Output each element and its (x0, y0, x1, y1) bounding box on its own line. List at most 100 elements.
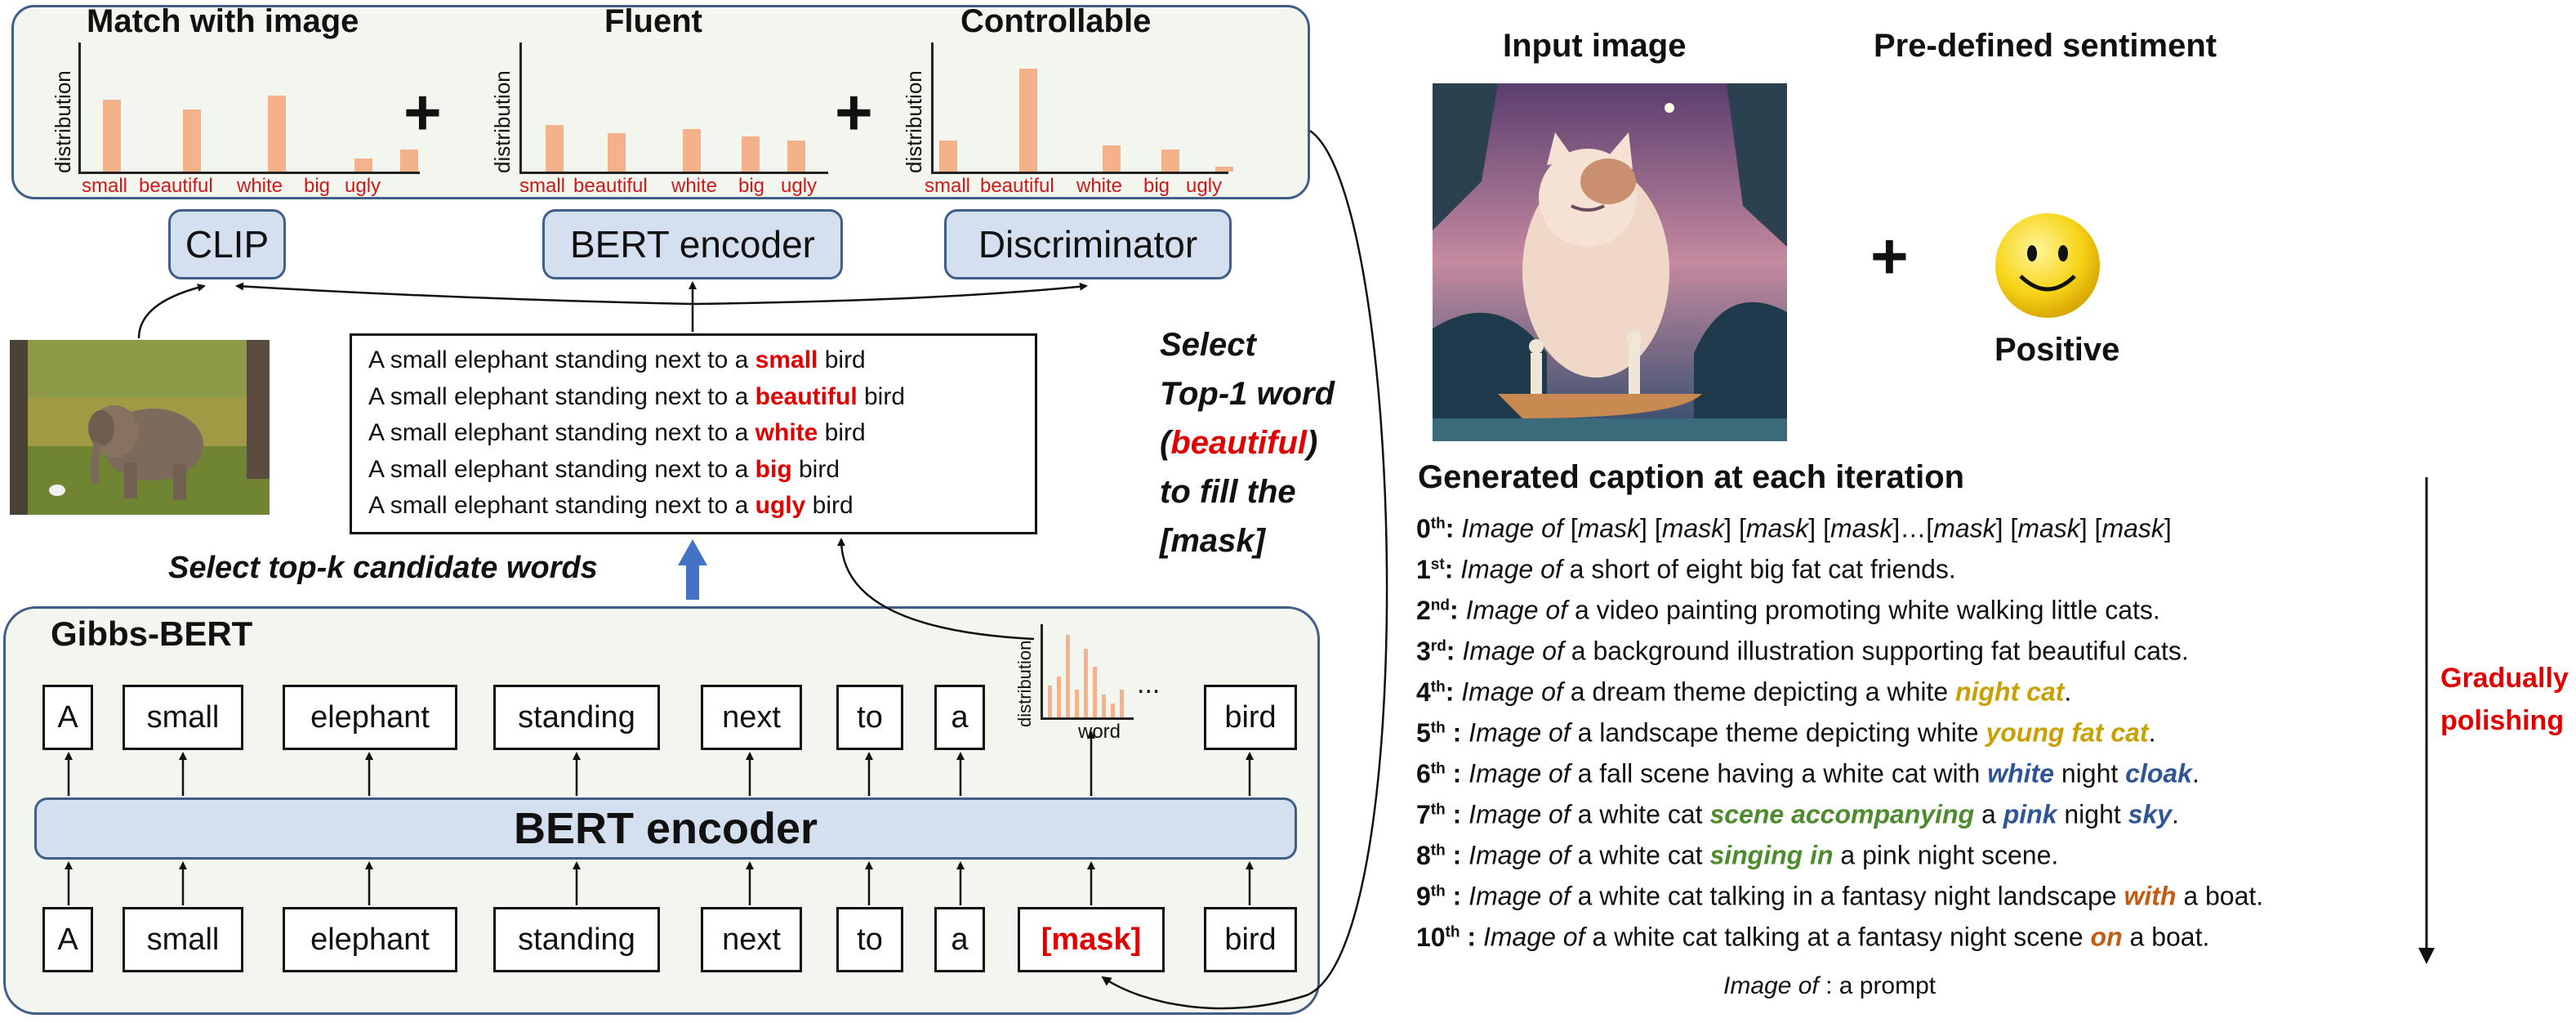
chart3-y-axis (931, 42, 934, 173)
highlighted-phrase: white (1987, 758, 2054, 788)
chart3-tick-white: white (1076, 175, 1123, 197)
chart2-tick-small: small (519, 175, 566, 197)
highlighted-phrase: cloak (2125, 758, 2192, 788)
candidate-word-white: white (755, 419, 818, 446)
candidate-line: A small elephant standing next to a ugly… (368, 492, 853, 519)
controllable-heading: Controllable (960, 3, 1152, 39)
connector-arrows (65, 129, 1388, 1010)
chart1-tick-big: big (304, 175, 331, 197)
topk-label: Select top-k candidate words (168, 551, 598, 585)
iteration-number: 2nd (1416, 595, 1451, 625)
bar-small (546, 125, 564, 172)
iteration-number: 3rd (1416, 636, 1446, 666)
select-top1-note: Select Top-1 word (beautiful) to fill th… (1160, 327, 1335, 559)
bar-white (683, 129, 701, 172)
iteration-number: 7th (1416, 799, 1446, 829)
caption-line: 0th: Image of [mask] [mask] [mask] [mask… (1416, 513, 2172, 543)
mini-chart-y-axis (1041, 624, 1043, 719)
input-token: A (42, 907, 93, 972)
chart2-y-axis (519, 42, 522, 173)
highlighted-phrase: on (2090, 922, 2123, 952)
iteration-number: 4th (1416, 677, 1446, 707)
mini-bar (1066, 635, 1070, 717)
generated-caption-title: Generated caption at each iteration (1418, 459, 1965, 495)
caption-line: 9th : Image of a white cat talking in a … (1416, 881, 2264, 911)
output-token: small (123, 685, 243, 750)
caption-line: 8th : Image of a white cat singing in a … (1416, 840, 2059, 870)
candidate-word-big: big (755, 455, 792, 483)
bar-big (1161, 150, 1179, 172)
output-token: next (701, 685, 802, 750)
caption-line: 2nd: Image of a video painting promoting… (1416, 595, 2160, 625)
input-token: elephant (283, 907, 457, 972)
bert-encoder-bar: BERT encoder (34, 797, 1297, 860)
candidate-sentences-box: A small elephant standing next to a smal… (350, 333, 1037, 534)
caption-line: 5th : Image of a landscape theme depicti… (1416, 717, 2156, 748)
bar-big (354, 159, 372, 172)
candidate-line: A small elephant standing next to a smal… (368, 346, 866, 373)
candidate-word-ugly: ugly (755, 492, 806, 519)
chart3-plot (931, 42, 1233, 172)
candidate-word-beautiful: beautiful (755, 382, 858, 410)
chart3-tick-small: small (925, 175, 971, 197)
mini-bar (1075, 690, 1079, 717)
input-token: a (934, 907, 985, 972)
caption-line: 3rd: Image of a background illustration … (1416, 636, 2189, 666)
clip-box: CLIP (168, 209, 286, 279)
output-token: A (42, 685, 93, 750)
gibbs-bert-title: Gibbs-BERT (51, 614, 253, 653)
chart2-plot (519, 42, 830, 172)
chart2-tick-beautiful: beautiful (573, 175, 648, 197)
chart1-tick-small: small (82, 175, 128, 197)
elephant-photo (10, 340, 270, 515)
caption-line: 10th : Image of a white cat talking at a… (1416, 922, 2210, 952)
bar-beautiful (608, 133, 626, 172)
iteration-number: 6th (1416, 758, 1446, 788)
candidate-word-small: small (755, 346, 818, 373)
bar-small (939, 141, 957, 172)
chart3-x-axis (931, 172, 1228, 174)
input-token: standing (493, 907, 660, 972)
chart1-tick-white: white (237, 175, 283, 197)
mini-bar (1048, 686, 1052, 717)
chart1-tick-ugly: ugly (345, 175, 381, 197)
highlighted-phrase: pink (2003, 799, 2057, 829)
input-token: small (123, 907, 243, 972)
bar-big (742, 136, 760, 172)
chart2-tick-white: white (671, 175, 718, 197)
highlighted-phrase: singing in (1709, 840, 1834, 870)
output-token: a (934, 685, 985, 750)
caption-line: 1st: Image of a short of eight big fat c… (1416, 554, 1956, 584)
bar-beautiful (183, 109, 201, 172)
bar-ugly (1215, 167, 1233, 172)
sentiment-label: Pre-defined sentiment (1874, 28, 2217, 64)
gradually-polishing-label: Gradually polishing (2440, 663, 2569, 736)
progress-arrow (2418, 477, 2435, 964)
fluent-heading: Fluent (604, 3, 702, 39)
mini-bar (1084, 649, 1088, 717)
prompt-note: Image of : a prompt (1723, 972, 1936, 999)
mini-bar (1093, 667, 1097, 717)
caption-line: 4th: Image of a dream theme depicting a … (1416, 677, 2072, 707)
mini-chart-ellipsis: ... (1137, 668, 1161, 699)
highlighted-phrase: night cat (1955, 677, 2065, 707)
chart3-tick-beautiful: beautiful (980, 175, 1054, 197)
input-token: to (836, 907, 903, 972)
caption-list: 0th: Image of [mask] [mask] [mask] [mask… (1416, 503, 2396, 953)
chart2-x-axis (519, 172, 828, 174)
highlighted-phrase: scene accompanying (1709, 799, 1975, 829)
output-token: to (836, 685, 903, 750)
smiley-face-icon (1995, 213, 2100, 318)
positive-label: Positive (1994, 332, 2120, 368)
mini-chart-plot (1043, 626, 1133, 717)
chart1-x-axis (78, 172, 420, 174)
input-token: bird (1204, 907, 1297, 972)
plus-sign-3: + (1870, 220, 1909, 293)
bar-small (103, 100, 121, 172)
output-token: elephant (283, 685, 457, 750)
cat-painting-image (1433, 83, 1787, 441)
selected-word: beautiful (1170, 425, 1307, 461)
highlighted-phrase: young fat cat (1985, 717, 2149, 748)
mini-bar (1111, 704, 1115, 717)
iteration-number: 10th (1416, 922, 1460, 952)
